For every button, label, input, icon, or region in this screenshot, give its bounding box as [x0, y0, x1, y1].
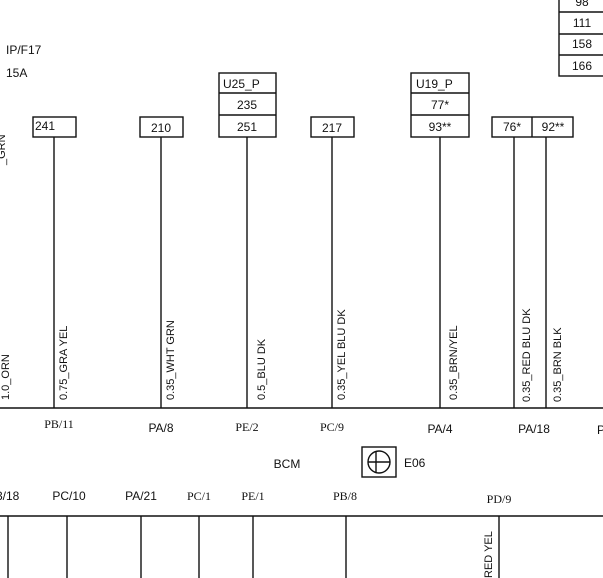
wire-label: 0.75_GRA YEL	[58, 326, 70, 400]
wire-217: 217 0.35_YEL BLU DK	[310, 116, 355, 408]
bottom-wires	[7, 516, 500, 578]
wire-210: 210 0.35_WHT GRN	[139, 116, 184, 408]
splice-name: U19_P	[416, 77, 453, 91]
ground-connector-icon	[361, 446, 397, 478]
circuit-number: 166	[572, 59, 592, 73]
pin-label: PE/1	[241, 489, 264, 503]
circuit-number: 77*	[431, 98, 449, 112]
circuit-number: 235	[237, 98, 257, 112]
pin-label: 3/18	[0, 489, 20, 503]
circuit-number: 76*	[503, 120, 521, 134]
pin-label: PC/9	[320, 420, 344, 434]
fuse-rating: 15A	[6, 66, 27, 80]
circuit-number: 251	[237, 120, 257, 134]
wire-label: _GRN	[0, 134, 8, 166]
splice-u25-p: U25_P 235 251	[218, 72, 277, 138]
wire-label: 0.35_BRN/YEL	[448, 325, 460, 400]
pin-label: PA/21	[125, 489, 157, 503]
circuit-number: 98	[575, 0, 589, 9]
pin-label: PE/2	[235, 420, 258, 434]
pin-label: PB/8	[333, 489, 357, 503]
module-name: BCM	[274, 457, 301, 471]
wire-label: 0.35_YEL BLU DK	[336, 309, 348, 400]
module-code: E06	[404, 456, 426, 470]
pin-label: PD/9	[487, 492, 512, 506]
top-right-circuit-box: 98 111 158 166	[558, 0, 603, 77]
wire-92: 0.35_BRN BLK	[545, 137, 564, 408]
pin-label: PC/1	[187, 489, 211, 503]
splice-name: U25_P	[223, 77, 260, 91]
pin-label: PB/11	[44, 417, 74, 431]
circuit-number: 92**	[542, 120, 565, 134]
wire-241: 241 0.75_GRA YEL	[32, 116, 77, 408]
circuit-number: 111	[573, 16, 592, 30]
wire-251: 0.5_BLU DK	[246, 137, 268, 408]
circuit-number: 217	[322, 121, 342, 135]
circuit-number: 210	[151, 121, 171, 135]
wire-label: 0.35_WHT GRN	[165, 320, 177, 400]
circuit-number: 93**	[429, 120, 452, 134]
splice-u19-p: U19_P 77* 93**	[410, 72, 470, 138]
circuit-number: 241	[35, 119, 55, 133]
pin-label: PA/8	[148, 421, 173, 435]
pin-label: PA/18	[518, 422, 550, 436]
fuse-name: IP/F17	[6, 43, 42, 57]
wire-label: RED YEL	[483, 531, 495, 578]
pin-label: PC/10	[52, 489, 86, 503]
wire-label: 1.0_ORN	[0, 354, 12, 400]
circuit-box-76-92: 76* 92**	[491, 116, 574, 138]
pin-label: P	[597, 423, 603, 437]
circuit-number: 158	[572, 37, 592, 51]
pin-label: PA/4	[427, 422, 452, 436]
wire-93: 0.35_BRN/YEL	[439, 137, 460, 408]
wire-76: 0.35_RED BLU DK	[513, 137, 533, 408]
wire-label: 0.35_RED BLU DK	[521, 308, 533, 402]
wire-label: 0.35_BRN BLK	[552, 327, 564, 402]
wire-label: 0.5_BLU DK	[256, 338, 268, 400]
